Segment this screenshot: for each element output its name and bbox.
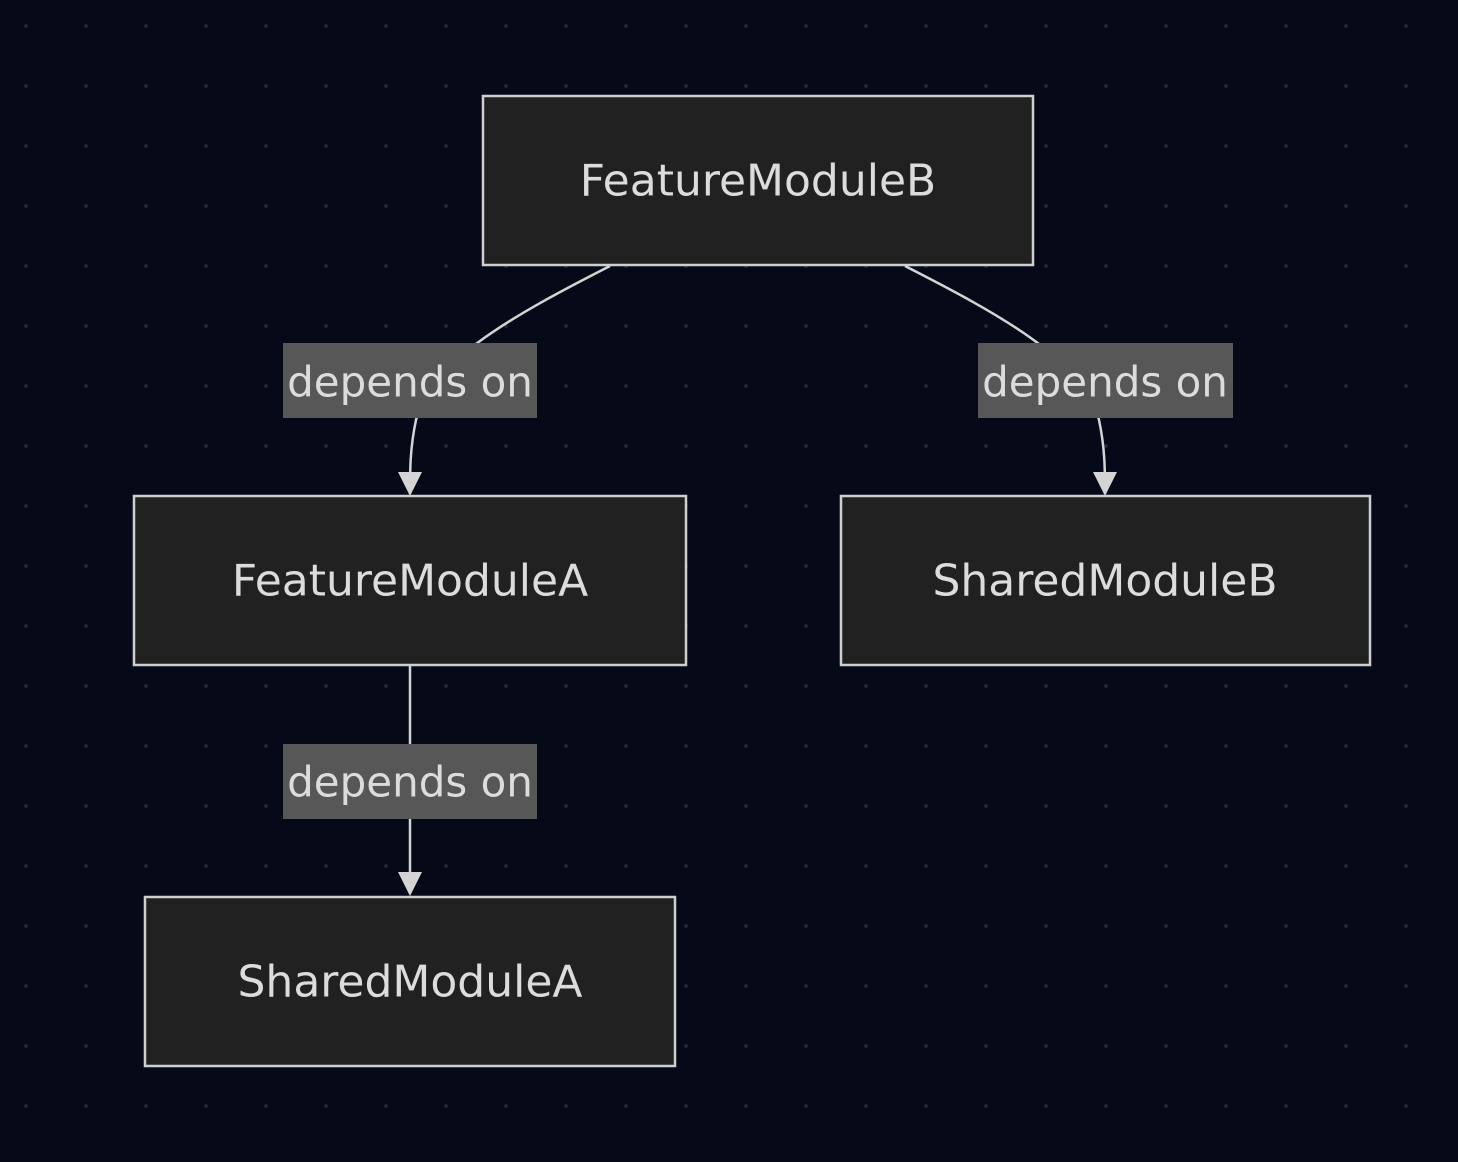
node-label: SharedModuleB [932, 556, 1277, 607]
node-label: SharedModuleA [238, 957, 583, 1008]
node-shared-module-b[interactable]: SharedModuleB [839, 494, 1372, 667]
edge-label-text: depends on [982, 358, 1228, 407]
edge-label-text: depends on [287, 358, 533, 407]
node-label: FeatureModuleA [232, 556, 588, 607]
node-feature-module-a[interactable]: FeatureModuleA [132, 494, 688, 667]
edge-label-featureb-featurea: depends on [283, 343, 537, 418]
node-feature-module-b[interactable]: FeatureModuleB [481, 94, 1035, 267]
edge-label-featureb-sharedb: depends on [978, 343, 1233, 418]
edge-label-featurea-shareda: depends on [283, 744, 537, 819]
node-shared-module-a[interactable]: SharedModuleA [143, 895, 677, 1068]
edge-label-text: depends on [287, 758, 533, 807]
node-label: FeatureModuleB [580, 156, 936, 207]
